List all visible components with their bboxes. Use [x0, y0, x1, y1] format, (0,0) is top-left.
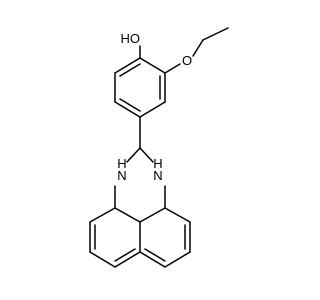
bond	[119, 98, 141, 112]
bond	[139, 147, 154, 163]
bond	[139, 251, 166, 268]
hydroxyl-label: HO	[121, 31, 141, 46]
bond	[164, 63, 181, 74]
bond	[119, 63, 141, 77]
bond	[164, 207, 191, 223]
bond	[192, 39, 204, 57]
bond	[114, 57, 141, 74]
bond	[114, 251, 141, 268]
bond	[139, 207, 166, 223]
bond	[139, 101, 166, 118]
bond	[114, 248, 136, 262]
bond	[202, 27, 229, 41]
bonds	[89, 27, 229, 268]
bond	[164, 251, 191, 268]
bond	[114, 101, 141, 118]
bond	[89, 207, 116, 223]
ether-oxygen-label: O	[182, 53, 192, 68]
bond	[144, 248, 166, 262]
bond	[89, 251, 116, 268]
bond	[126, 147, 141, 163]
bond	[139, 57, 166, 74]
bond	[114, 207, 141, 223]
